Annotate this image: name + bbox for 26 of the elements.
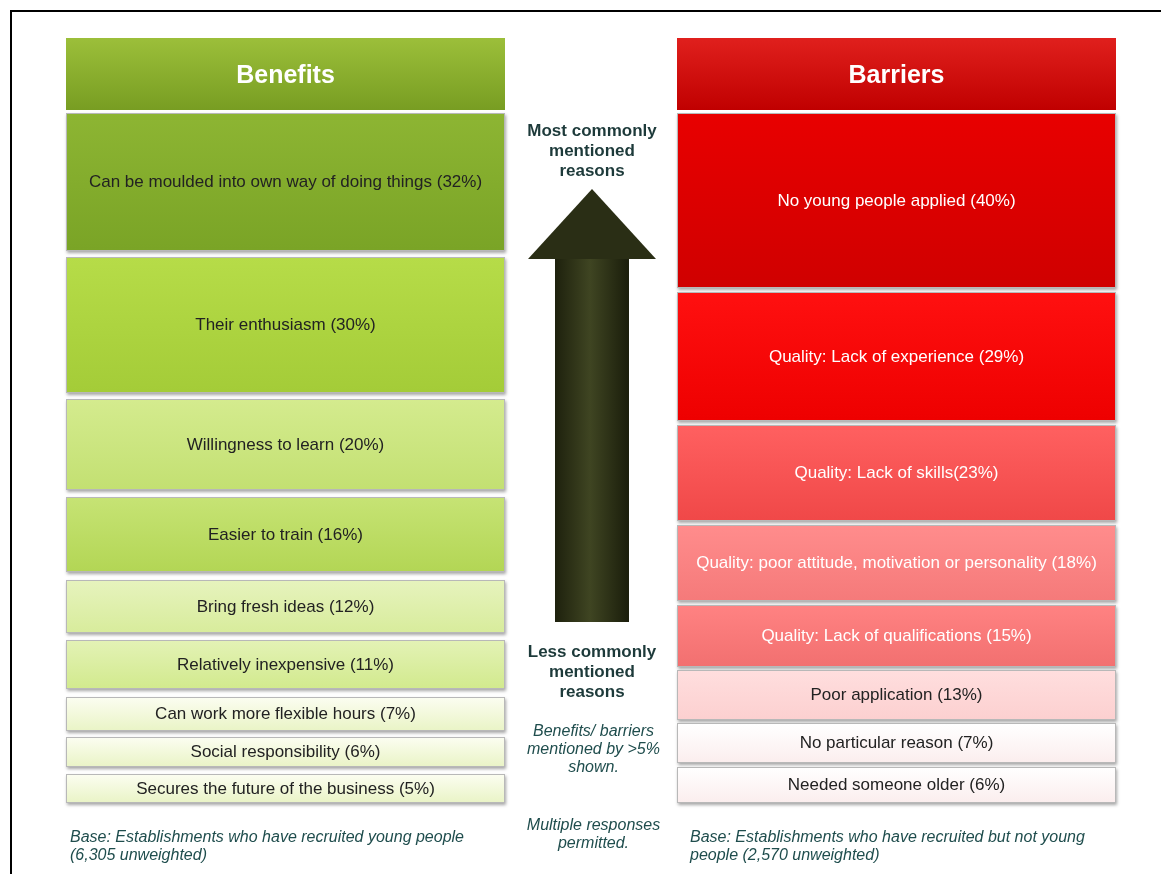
scale-label: Less commonly mentioned reasons — [515, 636, 669, 708]
reason-box: Their enthusiasm (30%) — [66, 257, 505, 393]
note-text: Benefits/ barriers mentioned by >5% shown. — [526, 722, 661, 776]
reason-box: Willingness to learn (20%) — [66, 399, 505, 490]
reason-box: Quality: Lack of experience (29%) — [677, 292, 1116, 421]
column-header: Barriers — [677, 38, 1116, 110]
reason-box: Bring fresh ideas (12%) — [66, 580, 505, 633]
reason-box: Easier to train (16%) — [66, 497, 505, 572]
reason-box: Social responsibility (6%) — [66, 737, 505, 767]
scale-label: Most commonly mentioned reasons — [515, 115, 669, 187]
reason-box: Secures the future of the business (5%) — [66, 774, 505, 803]
arrow — [528, 189, 656, 622]
reason-box: Relatively inexpensive (11%) — [66, 640, 505, 689]
note-text: Base: Establishments who have recruited young people (6,305 unweighted) — [70, 828, 465, 864]
reason-box: Needed someone older (6%) — [677, 767, 1116, 803]
note-text: Base: Establishments who have recruited but not young people (2,570 unweighted) — [690, 828, 1086, 864]
reason-box: No particular reason (7%) — [677, 723, 1116, 763]
note-text: Multiple responses permitted. — [525, 816, 662, 852]
reason-box: Quality: Lack of qualifications (15%) — [677, 605, 1116, 667]
reason-box: Can be moulded into own way of doing things (32%) — [66, 113, 505, 251]
column-header: Benefits — [66, 38, 505, 110]
reason-box: Can work more flexible hours (7%) — [66, 697, 505, 731]
reason-box: No young people applied (40%) — [677, 113, 1116, 288]
reason-box: Quality: Lack of skills(23%) — [677, 425, 1116, 521]
reason-box: Poor application (13%) — [677, 670, 1116, 720]
reason-box: Quality: poor attitude, motivation or personality (18%) — [677, 525, 1116, 601]
